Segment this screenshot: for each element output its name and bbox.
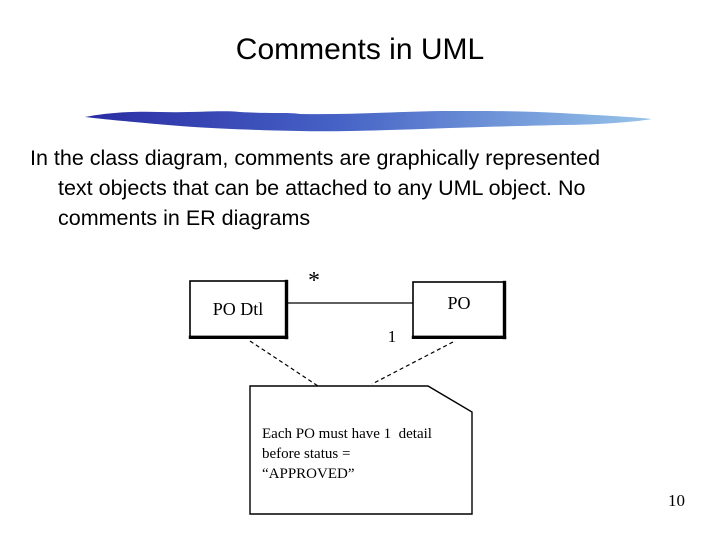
page-number: 10 <box>668 491 685 510</box>
swoosh-brush-stroke <box>85 111 652 132</box>
multiplicity-many-label: * <box>308 268 320 294</box>
note-anchor-line-left <box>249 340 319 387</box>
body-line-2: text objects that can be attached to any… <box>58 176 586 200</box>
note-text-line-1: Each PO must have 1 detail <box>262 426 432 442</box>
uml-note-box <box>249 385 473 515</box>
note-text-line-3: “APPROVED” <box>262 466 355 482</box>
page-title: Comments in UML <box>235 33 485 66</box>
note-text-line-2: before status = <box>262 446 350 462</box>
class-label-po-dtl: PO Dtl <box>213 299 264 319</box>
swoosh-divider-graphic <box>85 111 652 132</box>
class-label-po: PO <box>447 293 470 313</box>
body-line-1: In the class diagram, comments are graph… <box>30 146 601 170</box>
body-line-3: comments in ER diagrams <box>58 206 311 230</box>
body-text-block: In the class diagram, comments are graph… <box>30 143 698 233</box>
multiplicity-one-label: 1 <box>388 327 397 346</box>
uml-class-diagram: PO Dtl PO * 1 Each PO must have 1 detail… <box>188 268 507 515</box>
note-anchor-line-right <box>371 341 454 385</box>
